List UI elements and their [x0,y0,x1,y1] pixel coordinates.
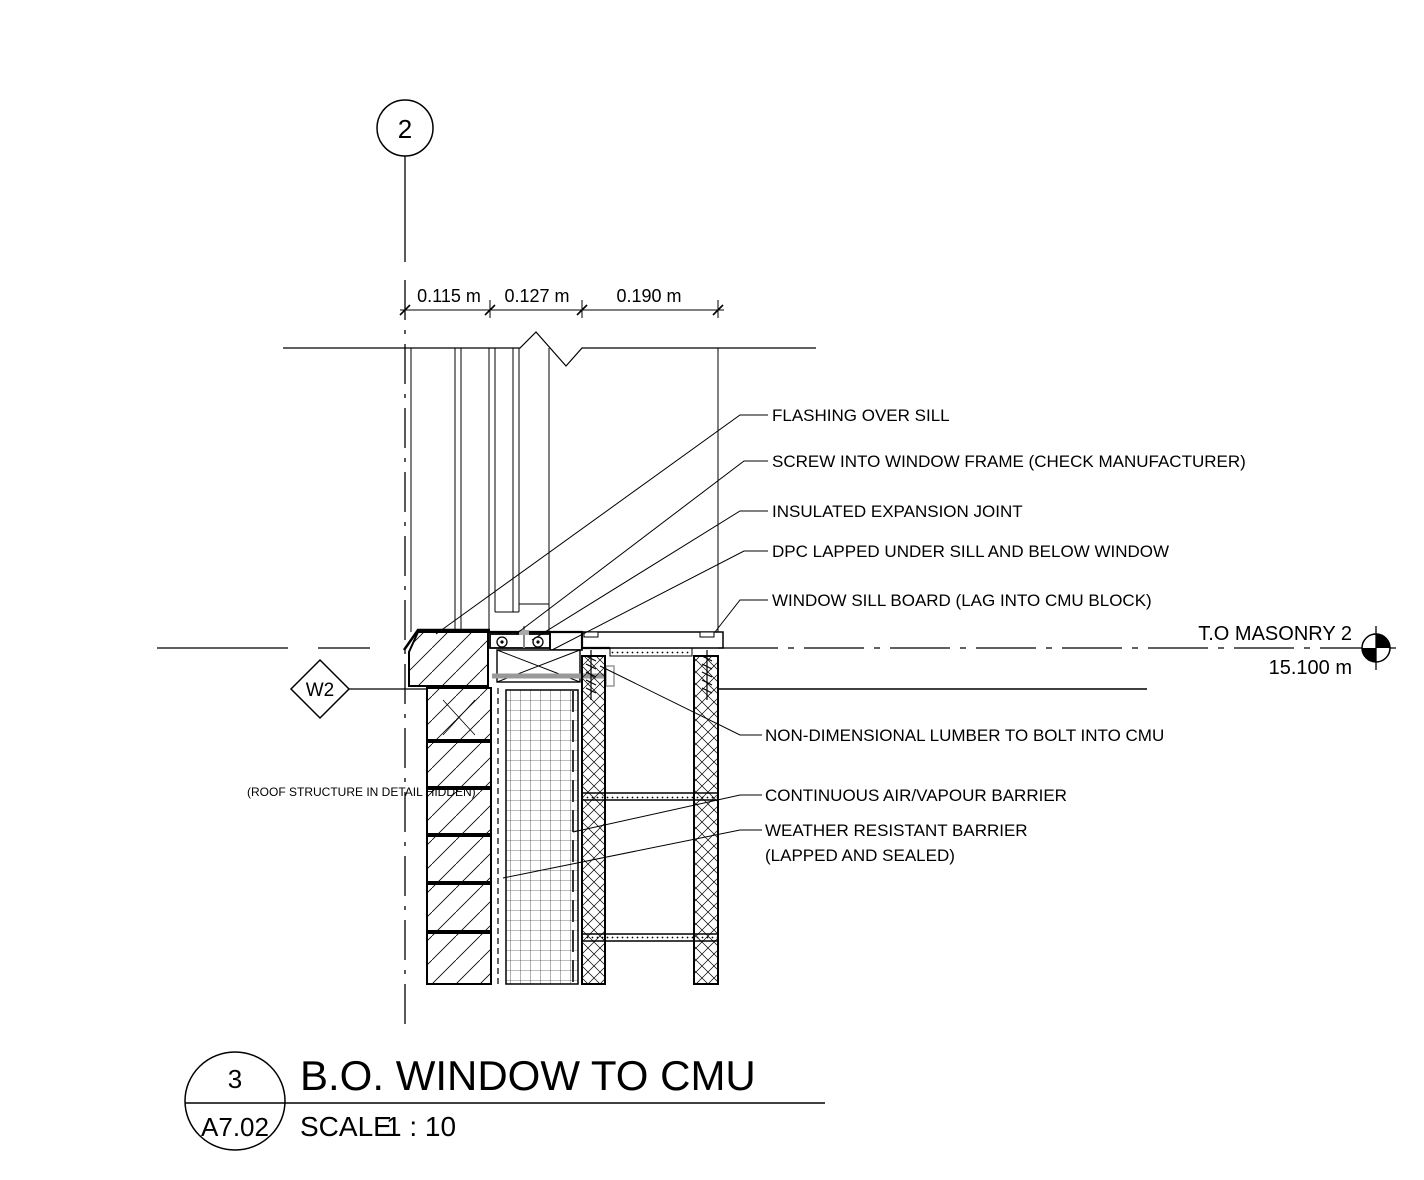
sill-flashing [402,628,490,651]
break-line [283,331,816,367]
window-frame [410,348,719,632]
dimension-2: 0.127 m [504,286,569,306]
detail-number: 3 [228,1064,242,1094]
leader-lines [435,414,768,879]
level-elevation: 15.100 m [1269,657,1352,679]
callout-air-vapour-barrier: CONTINUOUS AIR/VAPOUR BARRIER [765,786,1067,805]
grid-marker: 2 [376,99,434,1032]
wall-tag-label: W2 [306,680,335,701]
level-marker: T.O MASONRY 2 15.100 m [157,623,1400,679]
detail-sheet: A7.02 [201,1112,269,1142]
wall-tag-diamond [289,658,351,720]
dpc-line [488,630,610,650]
cmu-mortar-joint [581,792,719,801]
callout-flashing: FLASHING OVER SILL [772,406,950,425]
detail-title-block: 3 A7.02 B.O. WINDOW TO CMU SCALE 1 : 10 [184,1051,825,1151]
callout-dpc: DPC LAPPED UNDER SILL AND BELOW WINDOW [772,542,1169,561]
callout-expansion-joint: INSULATED EXPANSION JOINT [772,502,1023,521]
detail-bubble [184,1051,286,1151]
cmu-mortar-joint [581,933,719,942]
callout-screw: SCREW INTO WINDOW FRAME (CHECK MANUFACTU… [772,452,1246,471]
dimension-1: 0.115 m [417,286,481,306]
dimension-3: 0.190 m [616,286,681,306]
wall-tag: W2 [289,658,1147,720]
callout-weather-barrier-note: (LAPPED AND SEALED) [765,846,955,865]
grid-label: 2 [398,114,412,144]
callout-lumber: NON-DIMENSIONAL LUMBER TO BOLT INTO CMU [765,726,1164,745]
scale-label: SCALE [300,1111,392,1142]
callout-sill-board: WINDOW SILL BOARD (LAG INTO CMU BLOCK) [772,591,1152,610]
level-name: T.O MASONRY 2 [1198,623,1352,645]
rigid-insulation [505,689,579,985]
detail-title: B.O. WINDOW TO CMU [300,1052,756,1099]
dimension-string: 0.115 m 0.127 m 0.190 m [399,286,724,318]
scale-value: 1 : 10 [386,1111,456,1142]
sill-assembly [402,626,724,700]
callouts: FLASHING OVER SILL SCREW INTO WINDOW FRA… [765,406,1246,865]
callout-weather-barrier: WEATHER RESISTANT BARRIER [765,821,1028,840]
cmu-face-shell-exterior [581,655,606,985]
hidden-structure-note: (ROOF STRUCTURE IN DETAIL HIDDEN) [247,785,476,799]
wall-assembly [426,655,719,985]
cmu-face-shell-interior [693,655,719,985]
exterior-sill [408,631,489,687]
